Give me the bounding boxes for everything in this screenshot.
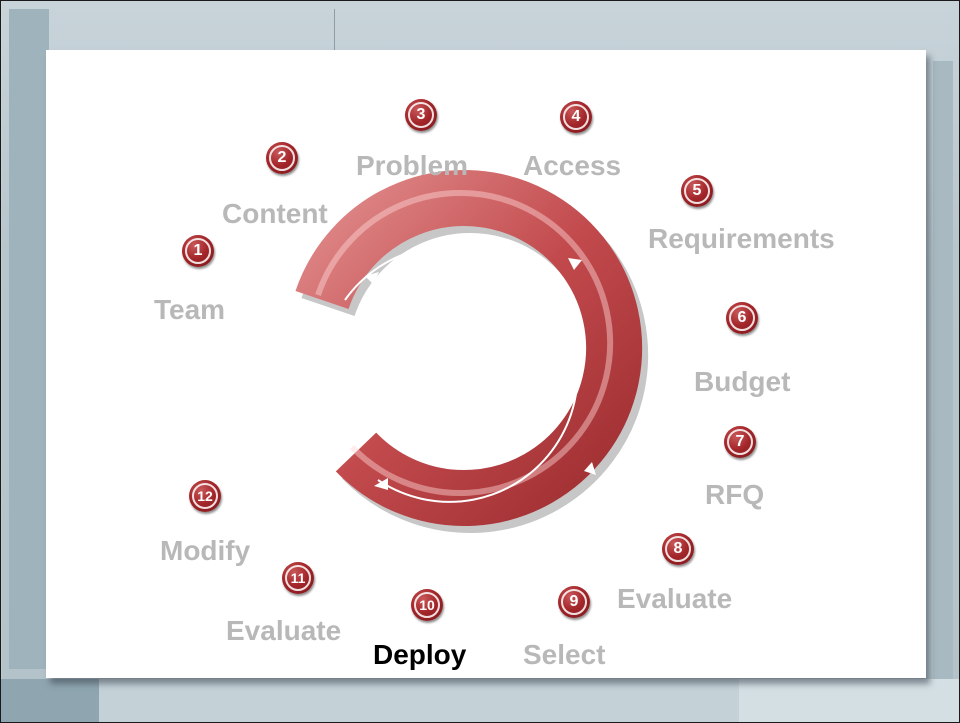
flow-arrow-path bbox=[344, 244, 579, 503]
step-label-6: Budget bbox=[694, 366, 791, 397]
step-badge-8: 8 bbox=[662, 533, 694, 565]
step-label-10: Deploy bbox=[373, 639, 467, 670]
step-label-8: Evaluate bbox=[617, 583, 733, 614]
step-badge-10: 10 bbox=[411, 589, 443, 621]
step-label-1: Team bbox=[154, 294, 226, 325]
step-label-12: Modify bbox=[160, 535, 251, 566]
background-divider bbox=[334, 9, 335, 51]
ring-band bbox=[295, 170, 643, 527]
step-label-2: Content bbox=[222, 198, 328, 229]
step-badge-9: 9 bbox=[558, 586, 590, 618]
step-badge-12: 12 bbox=[189, 480, 221, 512]
background-tile bbox=[739, 679, 959, 722]
background-tile bbox=[1, 679, 99, 722]
step-label-9: Select bbox=[523, 639, 606, 670]
flow-arrowhead bbox=[568, 258, 582, 270]
step-label-11: Evaluate bbox=[226, 615, 342, 646]
step-badge-2: 2 bbox=[266, 142, 298, 174]
step-badge-5: 5 bbox=[681, 175, 713, 207]
step-label-7: RFQ bbox=[705, 479, 765, 510]
step-label-5: Requirements bbox=[648, 223, 835, 254]
flow-arrowhead bbox=[365, 272, 379, 284]
step-badge-11: 11 bbox=[282, 562, 314, 594]
background-tile bbox=[9, 9, 49, 669]
background-tile bbox=[933, 61, 953, 681]
step-label-3: Problem bbox=[356, 150, 469, 181]
background-tile bbox=[99, 679, 739, 722]
step-badge-7: 7 bbox=[724, 426, 756, 458]
step-badge-6: 6 bbox=[726, 302, 758, 334]
diagram-card bbox=[46, 50, 926, 678]
step-label-4: Access bbox=[523, 150, 622, 181]
ring-highlight bbox=[315, 190, 614, 497]
flow-arrowhead bbox=[374, 478, 388, 490]
step-badge-4: 4 bbox=[560, 101, 592, 133]
flow-arrowhead bbox=[584, 462, 596, 475]
step-badge-3: 3 bbox=[405, 99, 437, 131]
step-badge-1: 1 bbox=[182, 235, 214, 267]
